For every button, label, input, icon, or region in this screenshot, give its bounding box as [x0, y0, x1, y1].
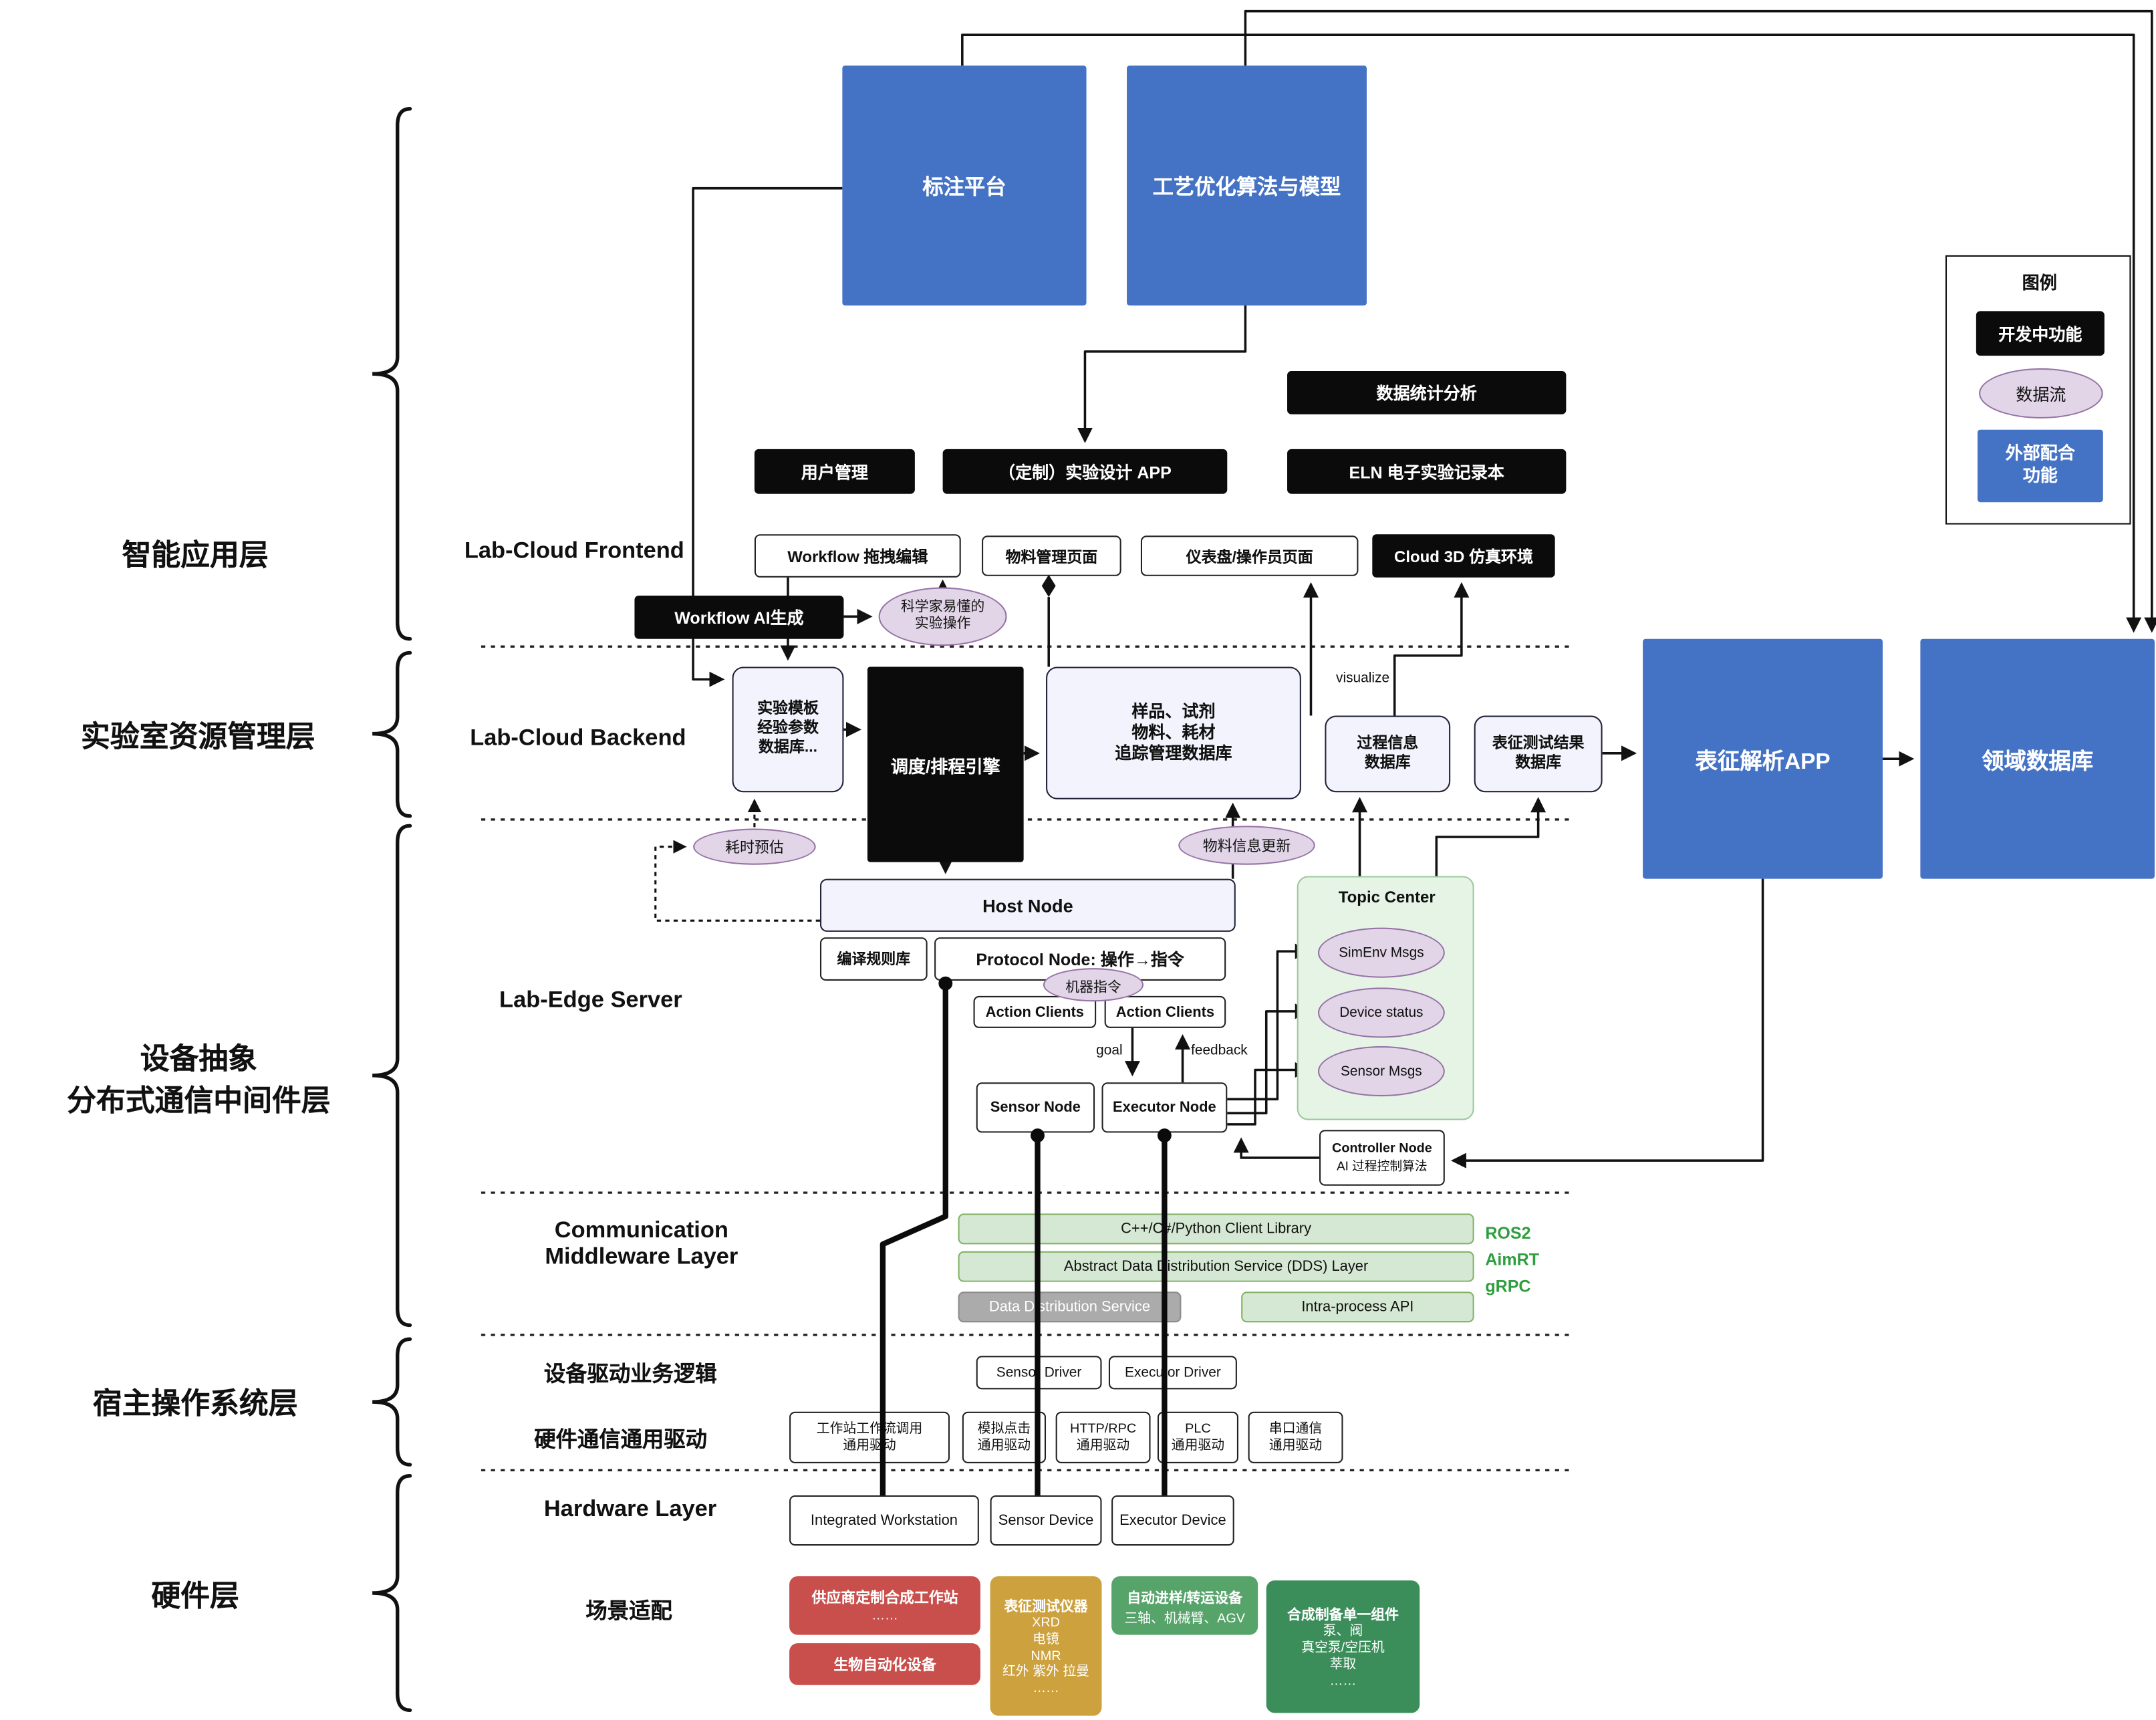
client-lib-box: C++/C#/Python Client Library: [958, 1213, 1474, 1245]
drv-plc-box: PLC 通用驱动: [1157, 1411, 1238, 1463]
eln-box: ELN 电子实验记录本: [1287, 449, 1567, 494]
goal-label: goal: [1096, 1043, 1123, 1059]
workflow-ai-box: Workflow AI生成: [634, 596, 844, 639]
generic-driver-label: 硬件通信通用驱动: [534, 1428, 707, 1453]
brace-hardware-layer: [372, 1474, 412, 1713]
visualize-label: visualize: [1336, 670, 1390, 687]
protocol-node-box: Protocol Node: 操作→指令: [934, 937, 1226, 981]
time-estimate-ellipse: 耗时预估: [693, 828, 816, 865]
device-status-ellipse: Device status: [1317, 987, 1445, 1038]
executor-node-box: Executor Node: [1101, 1082, 1228, 1133]
char-instrument-box: 表征测试仪器 XRD 电镜 NMR 红外 紫外 拉曼 ……: [990, 1576, 1102, 1716]
drv-serial-box: 串口通信 通用驱动: [1248, 1411, 1343, 1463]
dds-abstract-box: Abstract Data Distribution Service (DDS)…: [958, 1251, 1474, 1282]
transfer-device-box: 自动进样/转运设备 三轴、机械臂、AGV: [1111, 1576, 1258, 1635]
controller-node-box: Controller Node AI 过程控制算法: [1319, 1130, 1445, 1186]
edge-section-label: Lab-Edge Server: [499, 987, 682, 1013]
material-update-ellipse: 物料信息更新: [1178, 826, 1315, 865]
legend-dataflow-ellipse: 数据流: [1979, 368, 2103, 419]
action-clients-b-box: Action Clients: [1104, 995, 1226, 1028]
aimrt-label: AimRT: [1485, 1249, 1540, 1269]
stats-analysis-box: 数据统计分析: [1287, 371, 1567, 414]
sensor-device-box: Sensor Device: [990, 1495, 1102, 1546]
frontend-section-label: Lab-Cloud Frontend: [464, 538, 684, 564]
backend-section-label: Lab-Cloud Backend: [470, 725, 686, 751]
scheduler-box: 调度/排程引擎: [867, 666, 1024, 862]
arrow-process-db-to-cloud3d: [1393, 582, 1470, 716]
drv-click-box: 模拟点击 通用驱动: [962, 1411, 1047, 1463]
brace-resource-layer: [372, 650, 412, 818]
sensor-msgs-ellipse: Sensor Msgs: [1317, 1046, 1445, 1097]
executor-device-box: Executor Device: [1111, 1495, 1234, 1546]
brace-app-layer: [372, 107, 412, 641]
drv-workstation-box: 工作站工作流调用 通用驱动: [789, 1411, 950, 1463]
template-db-box: 实验模板 经验参数 数据库...: [732, 666, 844, 793]
host-os-layer-label: 宿主操作系统层: [92, 1388, 298, 1421]
feedback-label: feedback: [1191, 1043, 1248, 1059]
process-model-box: 工艺优化算法与模型: [1127, 66, 1367, 305]
arrow-char-app-to-controller: [1450, 878, 1764, 1169]
rule-lib-box: 编译规则库: [819, 937, 928, 981]
sci-ops-ellipse: 科学家易懂的 实验操作: [878, 587, 1007, 646]
arrow-executor-to-device-status: [1227, 1003, 1311, 1114]
grpc-label: gRPC: [1485, 1276, 1531, 1296]
domain-db-box: 领域数据库: [1920, 638, 2155, 879]
hardware-layer-label: 硬件层: [151, 1580, 239, 1613]
abstraction-layer-label: 设备抽象 分布式通信中间件层: [67, 1043, 331, 1118]
topic-center-title: Topic Center: [1338, 890, 1436, 907]
executor-driver-box: Executor Driver: [1108, 1356, 1237, 1390]
material-page-box: 物料管理页面: [982, 535, 1121, 576]
resource-layer-label: 实验室资源管理层: [81, 721, 315, 753]
arrow-model-to-design-app: [1077, 305, 1247, 443]
simenv-msgs-ellipse: SimEnv Msgs: [1317, 927, 1445, 978]
machine-cmd-ellipse: 机器指令: [1043, 968, 1144, 1002]
app-layer-label: 智能应用层: [122, 539, 269, 572]
legend-title: 图例: [2022, 272, 2057, 293]
host-node-box: Host Node: [819, 878, 1236, 932]
scene-label: 场景适配: [585, 1600, 672, 1624]
brace-host-os-layer: [372, 1337, 412, 1467]
sensor-driver-box: Sensor Driver: [976, 1356, 1102, 1390]
char-app-box: 表征解析APP: [1643, 638, 1883, 879]
annotation-platform-box: 标注平台: [842, 66, 1087, 305]
arrow-topic-center-to-char-db: [1435, 797, 1546, 876]
bio-automation-box: 生物自动化设备: [789, 1643, 980, 1685]
dds-box: Data Distribution Service: [958, 1292, 1182, 1323]
dashboard-box: 仪表盘/操作员页面: [1140, 535, 1359, 576]
topic-center-panel: Topic Center SimEnv Msgs Device status S…: [1297, 876, 1474, 1120]
driver-logic-label: 设备驱动业务逻辑: [543, 1362, 717, 1387]
workstation-box: Integrated Workstation: [789, 1495, 979, 1546]
middleware-section-label: Communication Middleware Layer: [545, 1217, 738, 1269]
workflow-edit-box: Workflow 拖拽编辑: [754, 534, 961, 578]
action-clients-a-box: Action Clients: [973, 995, 1097, 1028]
process-db-box: 过程信息 数据库: [1325, 715, 1451, 793]
arrow-sensor-to-sensor-msgs: [1227, 1062, 1311, 1126]
hardware-section-label: Hardware Layer: [543, 1497, 717, 1522]
ros2-label: ROS2: [1485, 1223, 1531, 1243]
synth-component-box: 合成制备单一组件 泵、阀 真空泵/空压机 萃取 ……: [1266, 1580, 1420, 1713]
drv-http-box: HTTP/RPC 通用驱动: [1055, 1411, 1151, 1463]
aggregation-diamond: [1041, 574, 1056, 598]
intra-api-box: Intra-process API: [1241, 1292, 1474, 1323]
sample-db-box: 样品、试剂 物料、耗材 追踪管理数据库: [1046, 666, 1301, 800]
design-app-box: （定制）实验设计 APP: [942, 449, 1228, 494]
sensor-node-box: Sensor Node: [976, 1082, 1095, 1133]
user-mgmt-box: 用户管理: [754, 449, 915, 494]
char-db-box: 表征测试结果 数据库: [1474, 715, 1603, 793]
legend-panel: 图例 开发中功能 数据流 外部配合 功能: [1945, 255, 2131, 525]
legend-external-box: 外部配合 功能: [1977, 429, 2103, 503]
vendor-workstation-box: 供应商定制合成工作站 ……: [789, 1576, 980, 1635]
arrow-executor-to-simenv-msgs: [1227, 943, 1311, 1101]
arrow-controller-to-executor: [1233, 1137, 1320, 1159]
cloud-3d-box: Cloud 3D 仿真环境: [1372, 534, 1555, 578]
legend-developing-box: 开发中功能: [1976, 311, 2105, 356]
layer-braces: [372, 107, 412, 1713]
